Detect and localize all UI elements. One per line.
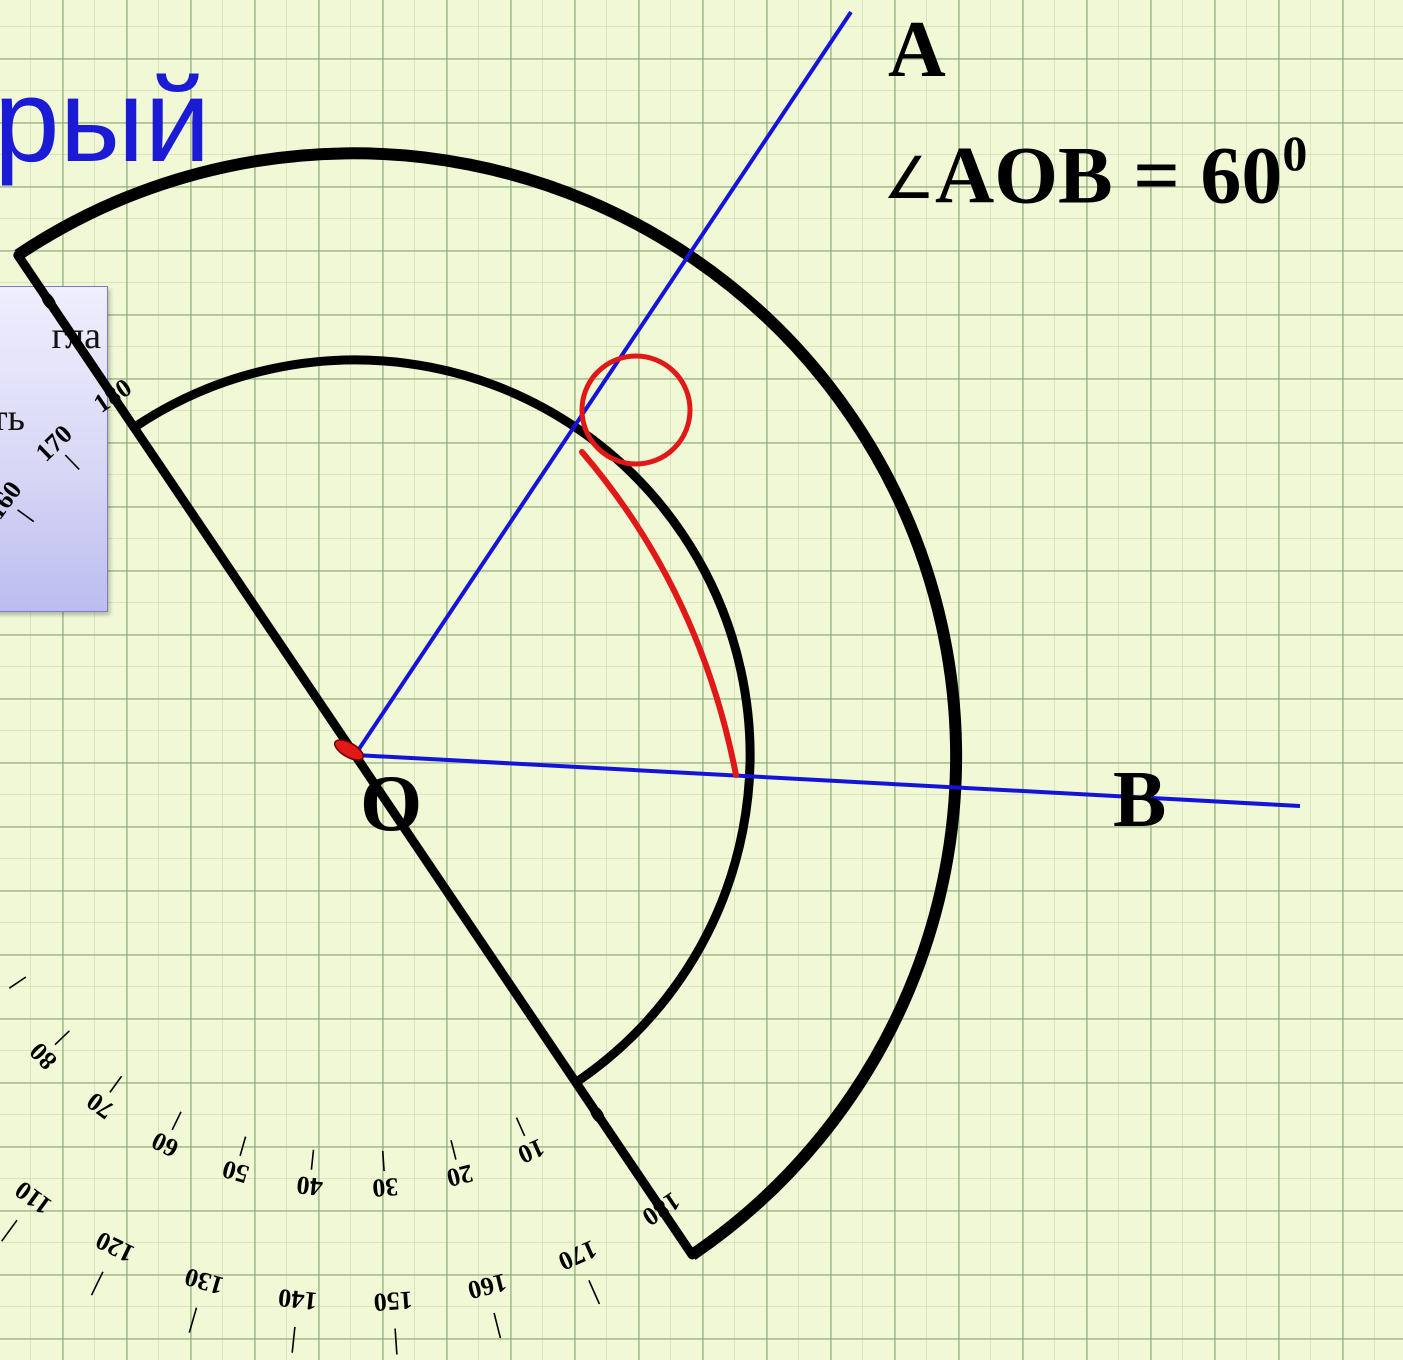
- outer-tick: [394, 1328, 398, 1355]
- outer-tick: [588, 1279, 601, 1305]
- protractor-end-cap-top: [572, 1079, 696, 1258]
- outer-scale-label-140: 140: [277, 1283, 319, 1316]
- outer-tick: [675, 1231, 692, 1254]
- ray-ob: [354, 753, 1301, 808]
- inner-tick: [576, 1083, 589, 1102]
- outer-scale-label-130: 130: [181, 1262, 226, 1301]
- outer-scale-label-170: 170: [554, 1234, 601, 1276]
- outer-tick: [493, 1312, 502, 1339]
- angle-equation: ∠AOB = 600: [883, 128, 1307, 216]
- inner-scale-label-70: 70: [81, 1086, 119, 1125]
- outer-scale-label-110: 110: [9, 1175, 56, 1221]
- inner-scale-label-10: 10: [514, 1132, 550, 1169]
- outer-scale-label-180: 180: [637, 1186, 686, 1232]
- inner-tick: [64, 454, 80, 470]
- outer-tick: [291, 1326, 296, 1353]
- inner-scale-label-160: 160: [0, 476, 27, 525]
- point-label-a: A: [888, 6, 946, 94]
- note-box: гла ть: [0, 286, 108, 612]
- angle-symbol: ∠: [883, 144, 935, 213]
- outer-scale-label-0: 0: [35, 285, 62, 316]
- inner-tick: [381, 1150, 385, 1172]
- inner-tick: [450, 1140, 457, 1160]
- angle-equation-text: AOB = 60: [935, 129, 1283, 221]
- zero-mark-highlight-circle: [579, 353, 693, 467]
- point-label-o: O: [360, 760, 422, 848]
- inner-scale-label-90: 90: [0, 984, 3, 1039]
- inner-scale-label-20: 20: [444, 1158, 476, 1192]
- inner-scale-label-50: 50: [219, 1154, 252, 1189]
- inner-tick: [121, 408, 134, 427]
- angle-arc-marker: [579, 449, 739, 778]
- protractor: 0102030405060708090100110120130140150160…: [0, 147, 963, 1355]
- inner-tick: [310, 1149, 315, 1170]
- inner-tick: [515, 1117, 526, 1137]
- outer-tick: [188, 1307, 198, 1333]
- outer-scale-label-160: 160: [465, 1267, 510, 1305]
- inner-scale-label-30: 30: [371, 1172, 399, 1203]
- outer-scale-label-120: 120: [91, 1225, 139, 1268]
- outer-scale-label-150: 150: [373, 1285, 414, 1317]
- inner-scale-label-40: 40: [295, 1170, 324, 1202]
- angle-rays: [333, 10, 1301, 808]
- inner-tick: [54, 1030, 70, 1046]
- inner-tick: [109, 1075, 123, 1093]
- protractor-outer-arc: [14, 147, 963, 1260]
- ray-oa: [353, 10, 853, 757]
- protractor-inner-arc: [131, 355, 755, 1087]
- note-line-2: ть: [0, 397, 25, 439]
- slide-title: рый: [0, 55, 211, 187]
- inner-tick: [171, 1111, 182, 1131]
- inner-tick: [17, 509, 35, 523]
- point-label-b: B: [1113, 756, 1166, 844]
- protractor-end-cap-bottom: [14, 252, 138, 431]
- inner-scale-label-180: 180: [88, 373, 137, 419]
- vertex-point-o: [333, 739, 365, 761]
- degree-superscript: 0: [1282, 125, 1308, 181]
- outer-tick: [90, 1271, 104, 1296]
- inner-scale-label-60: 60: [147, 1126, 183, 1163]
- outer-tick: [1, 1219, 18, 1242]
- inner-tick: [8, 976, 27, 989]
- inner-tick: [239, 1136, 247, 1157]
- outer-tick: [18, 256, 35, 279]
- inner-scale-label-0: 0: [584, 1099, 611, 1130]
